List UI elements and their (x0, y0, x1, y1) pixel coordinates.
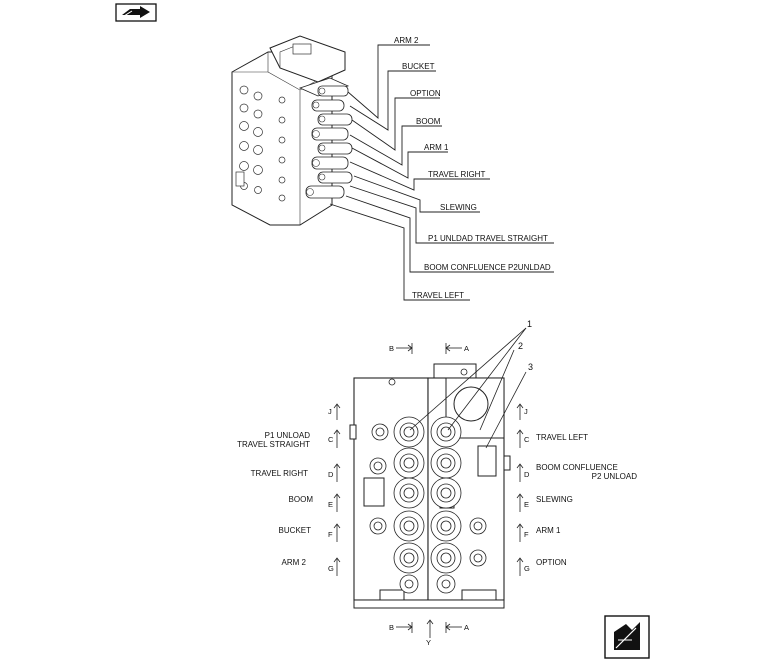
section-right-d: D (524, 470, 530, 479)
label-travel-right-top: TRAVEL RIGHT (428, 170, 485, 179)
svg-text:Y: Y (426, 638, 431, 647)
label-p1-unload-1: P1 UNLOAD (265, 431, 311, 440)
svg-text:A: A (464, 623, 469, 632)
section-left-e: E (328, 500, 333, 509)
label-travel-right: TRAVEL RIGHT (251, 469, 308, 478)
section-left-d: D (328, 470, 334, 479)
page-forward-arrow-icon[interactable] (604, 615, 650, 659)
section-right-e: E (524, 500, 529, 509)
section-left-f: F (328, 530, 333, 539)
section-markers-left: J C D E F G (328, 403, 341, 576)
label-boom-top: BOOM (416, 117, 441, 126)
label-bucket-top: BUCKET (402, 62, 435, 71)
label-option-top: OPTION (410, 89, 441, 98)
label-slewing-top: SLEWING (440, 203, 477, 212)
label-bucket: BUCKET (279, 526, 312, 535)
section-right-g: G (524, 564, 530, 573)
top-labels: ARM 2 BUCKET OPTION BOOM ARM 1 TRAVEL RI… (394, 36, 554, 301)
top-leader-lines (329, 44, 440, 301)
section-markers-right: J C D E F G (516, 403, 530, 576)
left-side-labels: P1 UNLOAD TRAVEL STRAIGHT TRAVEL RIGHT B… (237, 431, 313, 567)
callouts: 1 2 3 (409, 319, 533, 449)
label-boom-confluence-top: BOOM CONFLUENCE P2UNLDAD (424, 263, 551, 272)
label-travel-left-top: TRAVEL LEFT (412, 291, 464, 300)
label-p1-unload-2: TRAVEL STRAIGHT (237, 440, 310, 449)
label-arm1: ARM 1 (536, 526, 561, 535)
svg-text:B: B (389, 344, 394, 353)
label-slewing: SLEWING (536, 495, 573, 504)
front-view-valve-block (349, 363, 511, 609)
section-left-j: J (328, 407, 332, 416)
callout-1: 1 (527, 319, 532, 329)
svg-text:B: B (389, 623, 394, 632)
label-boom: BOOM (289, 495, 314, 504)
callout-2: 2 (518, 341, 523, 351)
section-cut-markers: B A B A Y (389, 343, 469, 647)
label-arm2: ARM 2 (282, 558, 307, 567)
section-left-c: C (328, 435, 334, 444)
label-arm1-top: ARM 1 (424, 143, 449, 152)
right-side-labels: TRAVEL LEFT BOOM CONFLUENCE P2 UNLOAD SL… (536, 433, 637, 567)
label-p1-unload-top: P1 UNLDAD TRAVEL STRAIGHT (428, 234, 548, 243)
label-travel-left: TRAVEL LEFT (536, 433, 588, 442)
label-option: OPTION (536, 558, 567, 567)
page-back-arrow-icon[interactable] (115, 3, 157, 22)
label-arm2-top: ARM 2 (394, 36, 419, 45)
isometric-valve-assembly (231, 35, 353, 226)
section-right-c: C (524, 435, 530, 444)
section-right-f: F (524, 530, 529, 539)
section-right-j: J (524, 407, 528, 416)
section-left-g: G (328, 564, 334, 573)
svg-text:A: A (464, 344, 469, 353)
label-boom-confluence-2: P2 UNLOAD (592, 472, 638, 481)
label-boom-confluence-1: BOOM CONFLUENCE (536, 463, 618, 472)
callout-3: 3 (528, 362, 533, 372)
